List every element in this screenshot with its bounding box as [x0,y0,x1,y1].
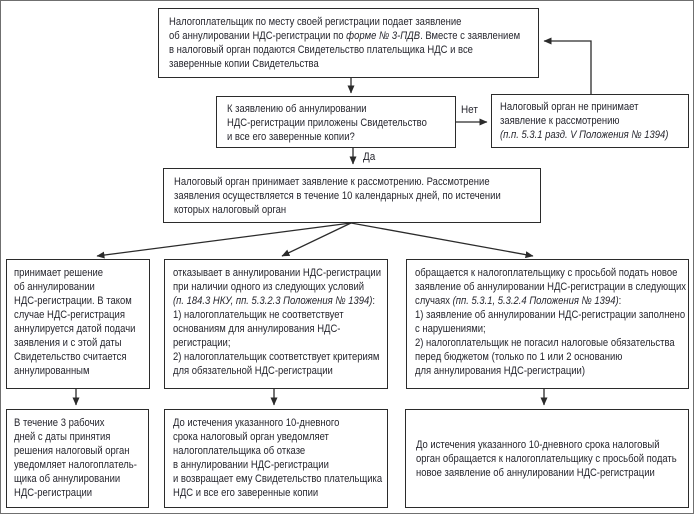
box-decision-new-application-text: обращается к налогоплательщику с просьбо… [415,267,686,377]
box-taxpayer-submits: Налогоплательщик по месту своей регистра… [158,8,539,78]
box-decision-new-application: обращается к налогоплательщику с просьбо… [406,259,689,389]
box-org-accepts-application: Налоговый орган принимает заявление к ра… [163,168,541,223]
box-request-new-application-text: До истечения указанного 10-дневного срок… [416,438,677,479]
box-org-accepts-application-text: Налоговый орган принимает заявление к ра… [174,176,501,216]
arrow-fan-to-refuse [281,222,352,257]
arrow-reject-back-to-submit [543,37,592,94]
edge-label-yes: Да [363,151,376,163]
edge-label-no: Нет [461,104,478,116]
box-decision-refuse-text: отказывает в аннулировании НДС-регистрац… [173,267,381,377]
box-taxpayer-submits-text: Налогоплательщик по месту своей регистра… [169,16,521,70]
box-request-new-application: До истечения указанного 10-дневного срок… [405,409,689,508]
arrow-fan-to-new-application [350,222,534,259]
box-decision-refuse: отказывает в аннулировании НДС-регистрац… [164,259,388,389]
arrow-fan-to-annul [96,222,352,259]
